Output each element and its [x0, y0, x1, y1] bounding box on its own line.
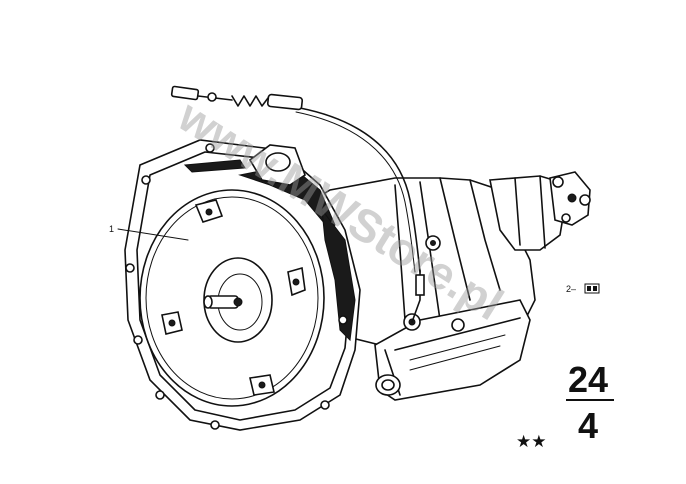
shift-cable: [170, 85, 421, 273]
torque-converter: [139, 189, 325, 407]
transmission-case: [304, 171, 591, 401]
callout-2-label: 2–: [566, 284, 576, 294]
callout-1-label: 1: [109, 224, 114, 234]
group-main-number: 24: [568, 359, 608, 400]
box-symbol-icon: [584, 283, 600, 294]
group-sub-number: 4: [578, 405, 598, 446]
group-number: 24 4: [566, 359, 614, 446]
star-marks: ★★: [516, 432, 546, 452]
callout-part-2: 2–: [566, 283, 600, 294]
callout-part-1: 1: [109, 224, 189, 241]
